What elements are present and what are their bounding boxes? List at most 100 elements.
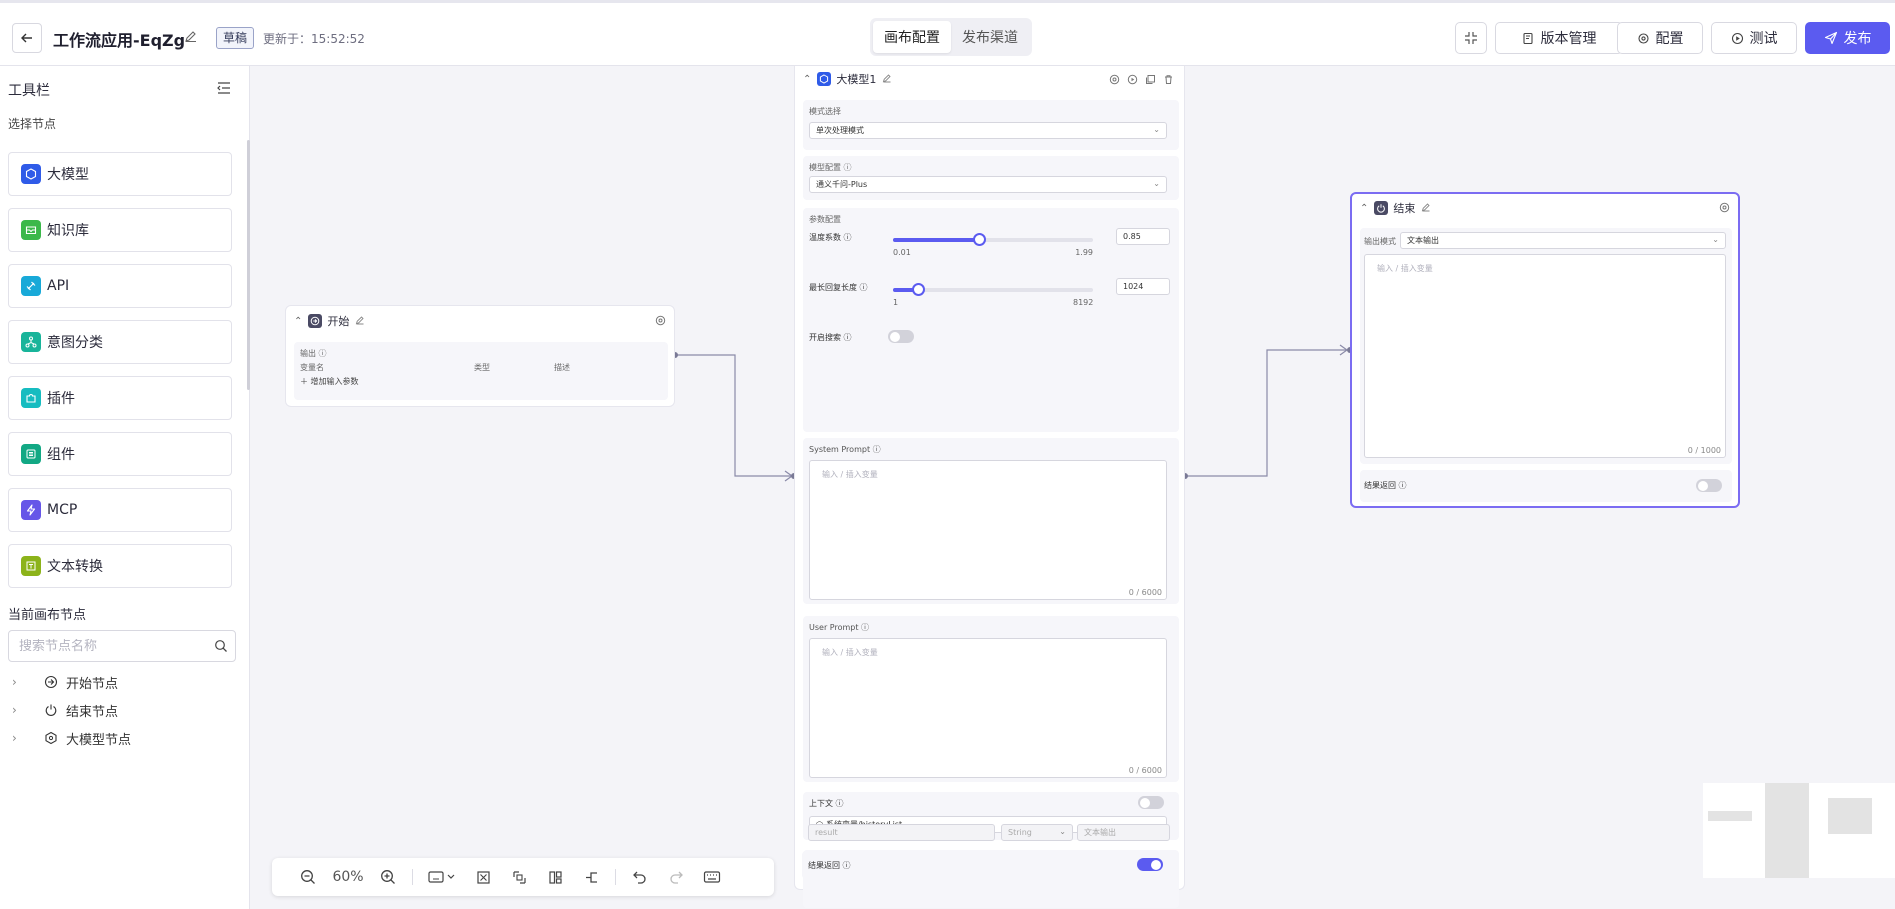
system-prompt-textarea[interactable]: 输入 / 插入变量 0 / 6000 (809, 460, 1167, 600)
palette-node-mcp[interactable]: MCP (8, 488, 232, 532)
add-note-icon[interactable] (501, 865, 537, 889)
chevron-up-icon[interactable]: ⌃ (1360, 202, 1369, 214)
current-nodes-title: 当前画布节点 (8, 608, 87, 623)
llm-node[interactable]: ⌃ 大模型1 模式选择 单次处理模式⌄ 模型配置 ⓘ 通义千问-Plus⌄ 参数… (794, 66, 1185, 908)
max-length-input[interactable]: 1024 (1116, 278, 1170, 295)
col-type-header: 类型 (474, 363, 490, 372)
edit-title-icon[interactable] (184, 28, 198, 47)
return-label: 结果返回 ⓘ (808, 861, 851, 870)
interaction-mode-dropdown[interactable] (419, 865, 465, 889)
palette-node-plugin[interactable]: 插件 (8, 376, 232, 420)
palette-node-llm[interactable]: 大模型 (8, 152, 232, 196)
canvas-toolbar: 60% (272, 858, 774, 896)
fit-view-icon[interactable] (465, 865, 501, 889)
connector-icon[interactable] (573, 865, 609, 889)
gear-icon (1637, 32, 1649, 44)
search-icon[interactable] (207, 639, 235, 653)
model-select[interactable]: 通义千问-Plus⌄ (809, 176, 1167, 193)
max-length-slider[interactable] (893, 283, 1093, 296)
workflow-canvas[interactable]: ⌃ 开始 输出 ⓘ 变量名 类型 描述 ＋ 增加输入参数 ⌃ 大模型1 (251, 66, 1895, 909)
palette-node-knowledge[interactable]: 知识库 (8, 208, 232, 252)
settings-icon[interactable] (1109, 74, 1120, 88)
intent-icon (21, 332, 41, 352)
help-icon: ⓘ (861, 623, 870, 632)
settings-icon[interactable] (655, 315, 666, 329)
tree-item-end[interactable]: › 结束节点 (12, 700, 212, 720)
end-return-toggle[interactable] (1696, 479, 1722, 492)
add-param-button[interactable]: ＋ 增加输入参数 (300, 377, 359, 386)
node-title: 大模型1 (836, 73, 877, 86)
delete-icon[interactable] (1163, 74, 1174, 88)
settings-icon[interactable] (1719, 202, 1730, 216)
collapse-icon (1465, 32, 1477, 44)
publish-button[interactable]: 发布 (1805, 22, 1890, 54)
auto-layout-icon[interactable] (537, 865, 573, 889)
collapse-sidebar-icon[interactable] (216, 80, 232, 99)
sidebar-scrollbar[interactable] (247, 140, 250, 390)
node-search-input[interactable] (19, 638, 207, 654)
chevron-right-icon[interactable]: › (12, 731, 17, 745)
web-search-toggle[interactable] (888, 330, 914, 343)
zoom-in-icon[interactable] (370, 865, 406, 889)
palette-node-label: 插件 (47, 391, 75, 407)
col-name-header: 变量名 (300, 363, 324, 372)
api-icon (21, 276, 41, 296)
help-icon: ⓘ (843, 233, 852, 242)
start-node[interactable]: ⌃ 开始 输出 ⓘ 变量名 类型 描述 ＋ 增加输入参数 (285, 305, 675, 407)
help-icon: ⓘ (859, 283, 868, 292)
palette-node-intent[interactable]: 意图分类 (8, 320, 232, 364)
slider-handle[interactable] (973, 233, 986, 246)
output-name-field: result (808, 824, 995, 841)
col-desc-header: 描述 (554, 363, 570, 372)
edge-start-to-llm (675, 354, 791, 477)
mode-select[interactable]: 单次处理模式⌄ (809, 122, 1167, 139)
tab-canvas-config[interactable]: 画布配置 (873, 21, 951, 53)
chevron-right-icon[interactable]: › (12, 675, 17, 689)
palette-node-component[interactable]: 组件 (8, 432, 232, 476)
undo-icon[interactable] (622, 865, 658, 889)
version-button[interactable]: 版本管理 (1495, 22, 1623, 54)
temperature-input[interactable]: 0.85 (1116, 228, 1170, 245)
run-icon[interactable] (1127, 74, 1138, 88)
end-node[interactable]: ⌃ 结束 输出模式 文本输出⌄ 输入 / 插入变量 0 / 1000 结果返回 … (1350, 192, 1740, 508)
slider-handle[interactable] (912, 283, 925, 296)
select-node-title: 选择节点 (8, 117, 57, 131)
palette-node-api[interactable]: API (8, 264, 232, 308)
zoom-out-icon[interactable] (290, 865, 326, 889)
edit-icon[interactable] (1421, 202, 1431, 215)
output-type-select: String⌄ (1001, 824, 1073, 841)
user-prompt-textarea[interactable]: 输入 / 插入变量 0 / 6000 (809, 638, 1167, 778)
context-toggle[interactable] (1138, 796, 1164, 809)
palette-node-label: 意图分类 (47, 335, 103, 351)
chevron-up-icon[interactable]: ⌃ (803, 73, 812, 85)
llm-return-toggle[interactable] (1137, 858, 1163, 871)
power-icon (1374, 201, 1389, 215)
version-icon (1522, 32, 1533, 44)
redo-icon[interactable] (658, 865, 694, 889)
chevron-up-icon[interactable]: ⌃ (294, 315, 303, 327)
chevron-down-icon: ⌄ (1153, 125, 1160, 134)
chevron-right-icon[interactable]: › (12, 703, 17, 717)
tree-item-start[interactable]: › 开始节点 (12, 672, 212, 692)
system-prompt-label: System Prompt ⓘ (809, 445, 881, 454)
output-mode-select[interactable]: 文本输出⌄ (1400, 232, 1726, 249)
tab-publish-channel[interactable]: 发布渠道 (962, 30, 1018, 46)
return-label: 结果返回 ⓘ (1364, 481, 1407, 490)
fullscreen-button[interactable] (1455, 22, 1487, 54)
temperature-slider[interactable] (893, 233, 1093, 246)
minimap[interactable] (1703, 783, 1895, 878)
edit-icon[interactable] (355, 315, 365, 328)
copy-icon[interactable] (1145, 74, 1156, 88)
edit-icon[interactable] (882, 73, 892, 86)
help-icon: ⓘ (843, 333, 852, 342)
keyboard-icon[interactable] (694, 865, 730, 889)
palette-node-text-convert[interactable]: 文本转换 (8, 544, 232, 588)
test-button[interactable]: 测试 (1711, 22, 1797, 54)
output-label: 输出 ⓘ (300, 349, 327, 358)
max-length-label: 最长回复长度 ⓘ (809, 283, 868, 292)
tree-item-label: 大模型节点 (66, 732, 132, 748)
config-button[interactable]: 配置 (1617, 22, 1703, 54)
tree-item-llm[interactable]: › 大模型节点 (12, 728, 212, 748)
end-output-textarea[interactable]: 输入 / 插入变量 0 / 1000 (1364, 254, 1726, 458)
back-button[interactable] (12, 23, 42, 53)
